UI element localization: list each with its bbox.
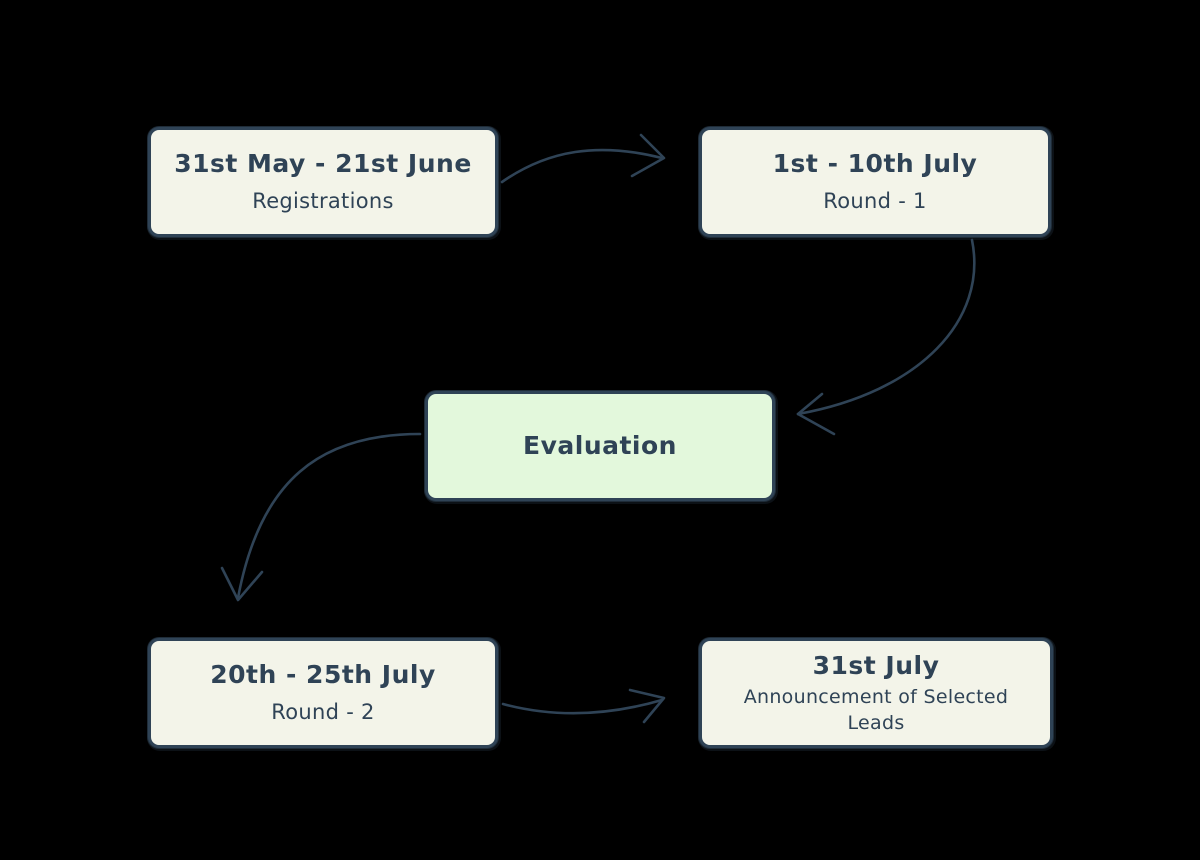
registrations-label: Registrations bbox=[252, 189, 394, 214]
arrow-round2-to-announcement bbox=[501, 688, 666, 724]
arrow-round1-to-evaluation bbox=[796, 238, 976, 436]
announcement-label: Announcement of Selected Leads bbox=[743, 686, 1009, 734]
announcement-box: 31st July Announcement of Selected Leads bbox=[699, 638, 1053, 748]
arrow-registrations-to-round1 bbox=[500, 133, 666, 184]
evaluation-label: Evaluation bbox=[523, 431, 677, 460]
round2-box: 20th - 25th July Round - 2 bbox=[148, 638, 498, 748]
round2-date: 20th - 25th July bbox=[210, 660, 436, 690]
evaluation-box: Evaluation bbox=[425, 391, 775, 501]
registrations-date: 31st May - 21st June bbox=[174, 149, 472, 179]
round1-box: 1st - 10th July Round - 1 bbox=[699, 127, 1051, 237]
round1-date: 1st - 10th July bbox=[772, 149, 978, 179]
round2-label: Round - 2 bbox=[271, 700, 375, 725]
arrow-evaluation-to-round2 bbox=[220, 432, 422, 602]
announcement-date: 31st July bbox=[812, 651, 940, 681]
round1-label: Round - 1 bbox=[823, 189, 927, 214]
registrations-box: 31st May - 21st June Registrations bbox=[148, 127, 498, 237]
